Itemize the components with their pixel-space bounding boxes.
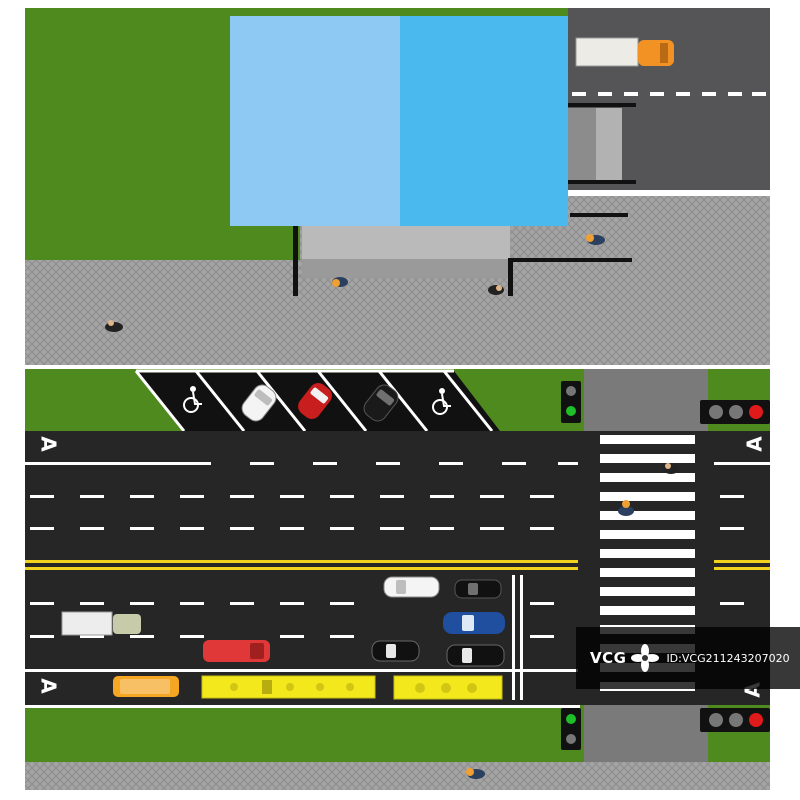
parked-car-white [241, 384, 277, 422]
crosswalk-apron-top [584, 369, 708, 431]
traffic-light-bottom-right [700, 708, 770, 732]
traffic-light-top-right [700, 400, 770, 424]
lane-dashes [25, 462, 770, 672]
lane-letter: A [37, 678, 61, 694]
pedestrian [618, 500, 634, 516]
crosswalk-apron-bottom [584, 705, 708, 762]
road-top-right-lane-dashes [572, 92, 766, 96]
building [230, 16, 568, 226]
watermark-brand: VCG [590, 649, 627, 667]
traffic-light-top-left [561, 381, 581, 423]
pedestrian [586, 234, 605, 245]
wheelchair-icon [432, 388, 451, 415]
pedestrian [488, 285, 504, 295]
lane-letter: A [37, 436, 61, 452]
bus-yellow [393, 675, 503, 700]
sidewalk-bottom [25, 762, 770, 790]
car-blue [443, 612, 505, 634]
pedestrian [332, 277, 348, 287]
pedestrian [663, 463, 679, 474]
car-white [383, 576, 440, 598]
car-black [371, 640, 420, 662]
pedestrian [105, 320, 123, 332]
watermark-id: ID:VCG211243207020 [666, 651, 790, 665]
car-black [446, 644, 505, 667]
pedestrian [466, 768, 485, 779]
traffic-light-bottom-left [561, 708, 581, 750]
parked-car-black [363, 384, 399, 422]
road-edge-bottom [25, 705, 580, 708]
center-double-yellow-line [25, 560, 770, 570]
pinwheel-logo-icon [631, 644, 660, 672]
parking-lines [134, 369, 494, 432]
van-red [203, 640, 270, 662]
watermark: VCG ID:VCG211243207020 [576, 627, 800, 689]
wheelchair-icon [183, 386, 202, 413]
stop-lines [512, 575, 523, 700]
bus-yellow [201, 675, 376, 699]
lane-letter: A [743, 436, 767, 452]
car-black [454, 579, 502, 599]
loading-ramp [568, 103, 636, 184]
road-top-right-curb [568, 190, 770, 196]
parked-car-red [298, 383, 332, 419]
truck-white [61, 611, 141, 636]
building-entrance [293, 213, 632, 296]
bus-orange [113, 676, 179, 697]
delivery-truck [575, 37, 674, 67]
